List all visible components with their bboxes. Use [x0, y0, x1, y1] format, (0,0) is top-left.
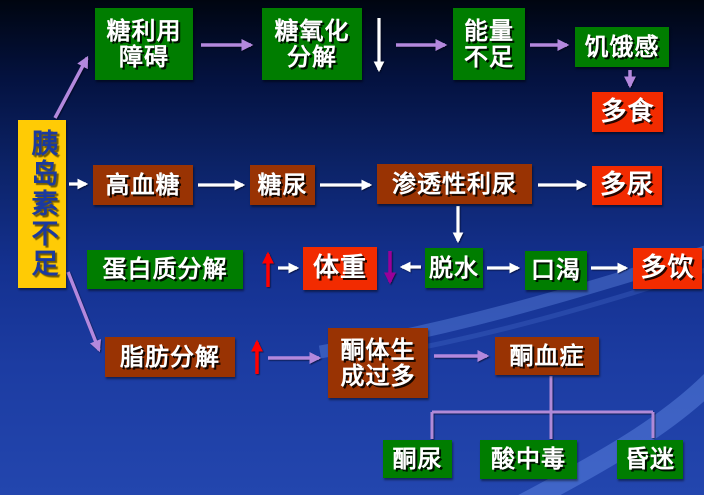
- arrow-insulin-to-utilization: [53, 55, 89, 119]
- node-protein-breakdown: 蛋白质分解: [87, 250, 243, 289]
- node-glycosuria: 糖尿: [250, 165, 315, 205]
- node-ketonuria: 酮尿: [383, 440, 452, 478]
- node-glucose-utilization-disorder: 糖利用 障碍: [95, 8, 193, 80]
- node-energy-deficiency: 能量 不足: [453, 8, 525, 80]
- node-hunger: 饥饿感: [575, 27, 669, 67]
- node-polyuria: 多尿: [592, 166, 662, 205]
- node-body-weight: 体重: [303, 247, 377, 290]
- node-acidosis: 酸中毒: [480, 440, 577, 479]
- node-polydipsia: 多饮: [633, 248, 702, 289]
- node-fat-breakdown: 脂肪分解: [105, 337, 235, 377]
- node-osmotic-diuresis: 渗透性利尿: [377, 164, 532, 204]
- node-insulin-deficiency: 胰岛素不足: [18, 120, 66, 288]
- node-polyphagia: 多食: [592, 92, 663, 132]
- node-ketonemia: 酮血症: [495, 337, 599, 375]
- arrow-insulin-to-fat: [66, 271, 102, 353]
- node-thirst: 口渴: [525, 251, 587, 290]
- node-ketone-overproduction: 酮体生 成过多: [328, 328, 428, 398]
- node-coma: 昏迷: [617, 440, 683, 479]
- node-dehydration: 脱水: [425, 248, 483, 288]
- node-hyperglycemia: 高血糖: [93, 165, 193, 205]
- node-glucose-oxidation: 糖氧化 分解: [262, 8, 362, 80]
